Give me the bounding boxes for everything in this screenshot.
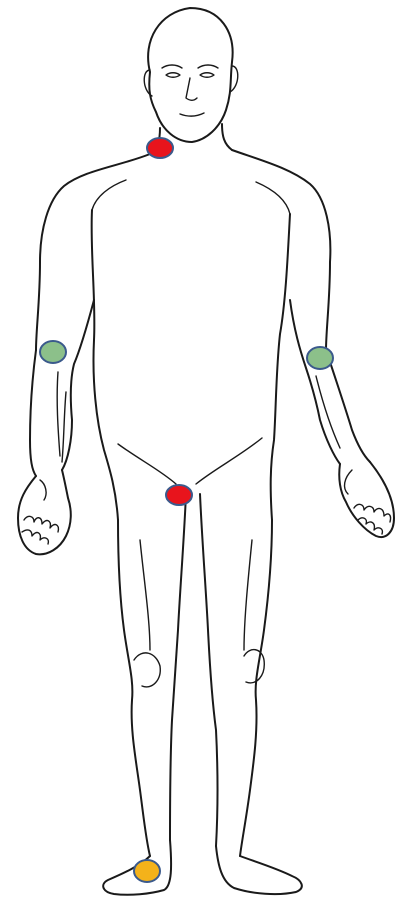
neck-marker bbox=[147, 138, 173, 158]
left-hand bbox=[18, 470, 71, 554]
left-upper-arm-inner bbox=[62, 300, 94, 470]
right-hand bbox=[339, 462, 394, 537]
right-eye bbox=[200, 73, 214, 78]
right-elbow-marker bbox=[307, 347, 333, 369]
right-chest-line bbox=[256, 182, 290, 214]
left-fingers bbox=[22, 516, 58, 544]
head-outline bbox=[148, 8, 233, 142]
left-chest-line bbox=[92, 180, 126, 210]
left-forearm-muscle-2 bbox=[62, 392, 66, 462]
left-knee bbox=[134, 653, 160, 687]
left-hip-line bbox=[118, 444, 176, 484]
left-eye bbox=[166, 73, 180, 78]
neck-right bbox=[222, 124, 232, 150]
left-ear bbox=[144, 70, 152, 96]
mouth bbox=[180, 113, 204, 116]
right-eyebrow bbox=[198, 65, 218, 68]
right-foot bbox=[216, 846, 302, 894]
left-thumb bbox=[40, 480, 46, 500]
left-elbow-marker bbox=[40, 341, 66, 363]
left-eyebrow bbox=[162, 65, 182, 68]
right-fingers bbox=[354, 504, 391, 534]
right-hip-line bbox=[196, 438, 262, 484]
right-thigh-muscle bbox=[244, 540, 252, 650]
left-thigh-muscle bbox=[140, 540, 150, 650]
ankle-marker bbox=[134, 860, 160, 882]
right-torso-side bbox=[271, 214, 290, 520]
right-leg-inner bbox=[200, 494, 218, 846]
right-thumb bbox=[345, 470, 352, 494]
right-upper-arm-inner bbox=[290, 300, 340, 464]
left-leg-inner bbox=[170, 494, 186, 840]
right-knee bbox=[244, 650, 264, 683]
nose bbox=[186, 78, 197, 100]
right-forearm-outer bbox=[326, 350, 370, 462]
left-forearm-muscle bbox=[57, 372, 60, 456]
groin-marker bbox=[166, 485, 192, 505]
right-forearm-muscle bbox=[316, 376, 340, 448]
right-leg-outer bbox=[240, 520, 272, 856]
left-torso-side bbox=[92, 210, 118, 520]
left-leg-outer bbox=[118, 520, 150, 856]
left-forearm-outer bbox=[30, 350, 36, 476]
